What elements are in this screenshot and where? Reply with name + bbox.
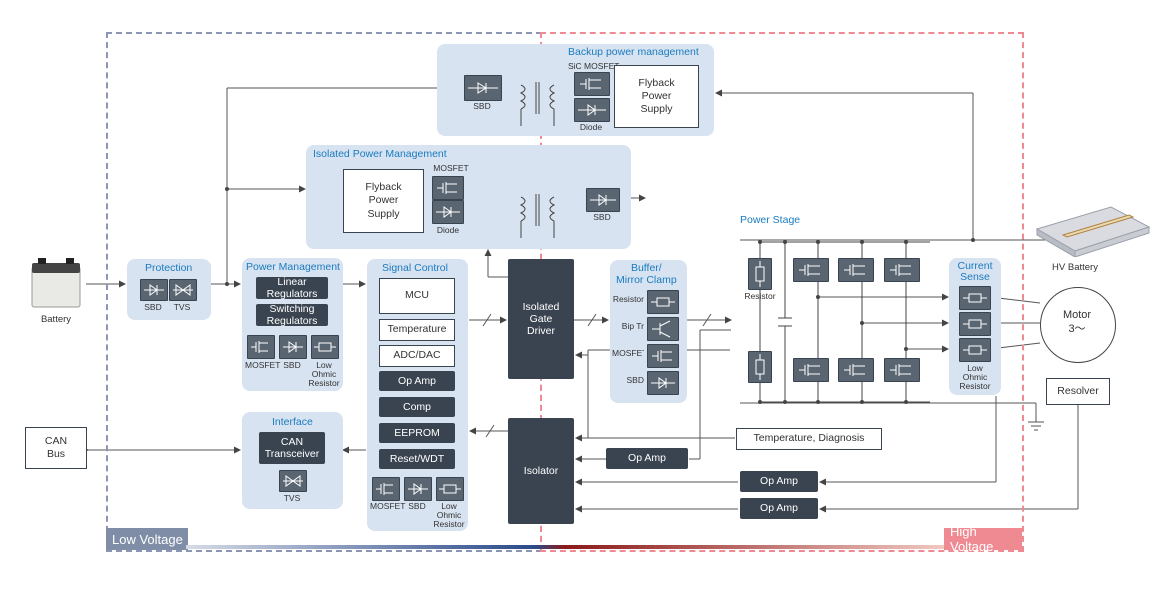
op-amp-block: Op Amp <box>379 371 455 391</box>
can-bus-block: CAN Bus <box>25 427 87 469</box>
protection-label-tvs: TVS <box>173 302 191 312</box>
reset-wdt-block: Reset/WDT <box>379 449 455 469</box>
sbd-icon <box>279 335 307 359</box>
backup-label-sbd: SBD <box>473 101 491 111</box>
op-amp-block: Op Amp <box>740 498 818 519</box>
interface-title: Interface <box>272 416 313 428</box>
resolver-block: Resolver <box>1046 378 1110 405</box>
hv-battery-label: HV Battery <box>1052 262 1098 273</box>
resistor-icon <box>311 335 339 359</box>
resistor-icon <box>436 477 464 501</box>
high-voltage-label: High Voltage <box>944 524 1022 554</box>
pm-label-resistor: Low Ohmic Resistor <box>308 360 340 388</box>
linear-regulators-block: Linear Regulators <box>256 276 328 300</box>
resistor-icon <box>748 351 772 383</box>
op-amp-block: Op Amp <box>606 448 688 469</box>
pm-label-sbd: SBD <box>283 360 301 370</box>
backup-power-title: Backup power management <box>568 46 699 58</box>
resistor-icon <box>959 286 991 310</box>
adc-dac-block: ADC/DAC <box>379 345 455 367</box>
mosfet-icon <box>247 335 275 359</box>
igbt-icon <box>838 258 874 282</box>
isolated-gate-driver-block: Isolated Gate Driver <box>508 259 574 379</box>
tvs-icon <box>169 279 197 301</box>
backup-label-sic-mosfet: SiC MOSFET <box>568 61 620 71</box>
mosfet-icon <box>372 477 400 501</box>
iso-label-diode: Diode <box>436 225 460 235</box>
signal-control-title: Signal Control <box>382 262 448 274</box>
resistor-icon <box>959 312 991 336</box>
igbt-icon <box>793 258 829 282</box>
resistor-icon <box>647 290 679 314</box>
transformer-icon <box>515 192 560 242</box>
power-management-title: Power Management <box>246 261 340 273</box>
buffer-label-bip-tr: Bip Tr <box>621 322 644 331</box>
switching-regulators-block: Switching Regulators <box>256 303 328 327</box>
hv-battery-icon <box>1033 205 1153 258</box>
motor-circle <box>1040 287 1116 363</box>
protection-label-sbd: SBD <box>144 302 162 312</box>
battery-icon <box>28 257 84 309</box>
mosfet-icon <box>432 176 464 200</box>
sbd-icon <box>404 477 432 501</box>
mcu-block: MCU <box>379 278 455 314</box>
igbt-icon <box>838 358 874 382</box>
buffer-label-sbd: SBD <box>626 376 644 385</box>
temperature-diagnosis-block: Temperature, Diagnosis <box>736 428 882 450</box>
sc-label-mosfet: MOSFET <box>370 501 406 511</box>
iso-label-mosfet: MOSFET <box>433 163 469 173</box>
diode-icon <box>574 98 610 122</box>
buffer-label-mosfet: MOSFET <box>612 349 644 358</box>
low-voltage-label: Low Voltage <box>106 528 188 550</box>
buffer-label-resistor: Resistor <box>612 295 644 304</box>
pm-label-mosfet: MOSFET <box>245 360 281 370</box>
interface-label-tvs: TVS <box>283 493 301 503</box>
eeprom-block: EEPROM <box>379 423 455 443</box>
current-sense-label: Low Ohmic Resistor <box>959 363 991 391</box>
igbt-icon <box>884 258 920 282</box>
sc-label-resistor: Low Ohmic Resistor <box>433 501 465 529</box>
op-amp-block: Op Amp <box>740 471 818 492</box>
sc-label-sbd: SBD <box>408 501 426 511</box>
diode-icon <box>432 200 464 224</box>
tvs-icon <box>279 470 307 492</box>
bipolar-transistor-icon <box>647 317 679 341</box>
protection-title: Protection <box>145 262 193 274</box>
temperature-block: Temperature <box>379 319 455 341</box>
voltage-gradient-strip <box>186 545 944 549</box>
sbd-icon <box>586 188 620 212</box>
backup-flyback-block: Flyback Power Supply <box>614 65 699 128</box>
resistor-icon <box>748 258 772 290</box>
can-transceiver-block: CAN Transceiver <box>259 432 325 464</box>
sbd-icon <box>647 371 679 395</box>
comp-block: Comp <box>379 397 455 417</box>
igbt-icon <box>793 358 829 382</box>
iso-flyback-block: Flyback Power Supply <box>343 169 424 233</box>
current-sense-title: Current Sense <box>957 260 993 284</box>
sic-mosfet-icon <box>574 72 610 96</box>
isolator-block: Isolator <box>508 418 574 524</box>
igbt-icon <box>884 358 920 382</box>
buffer-title: Buffer/ Mirror Clamp <box>616 262 677 286</box>
power-stage-title: Power Stage <box>740 214 801 226</box>
transformer-icon <box>515 80 560 130</box>
isolated-power-title: Isolated Power Management <box>313 148 447 160</box>
mosfet-icon <box>647 344 679 368</box>
motor-label: Motor 3～ <box>1062 309 1092 335</box>
sbd-icon <box>140 279 168 301</box>
sbd-icon <box>464 75 502 101</box>
iso-label-sbd: SBD <box>593 212 611 222</box>
power-stage-label-resistor: Resistor <box>744 291 776 301</box>
battery-label: Battery <box>40 314 72 325</box>
resistor-icon <box>959 338 991 362</box>
backup-label-diode: Diode <box>579 122 603 132</box>
